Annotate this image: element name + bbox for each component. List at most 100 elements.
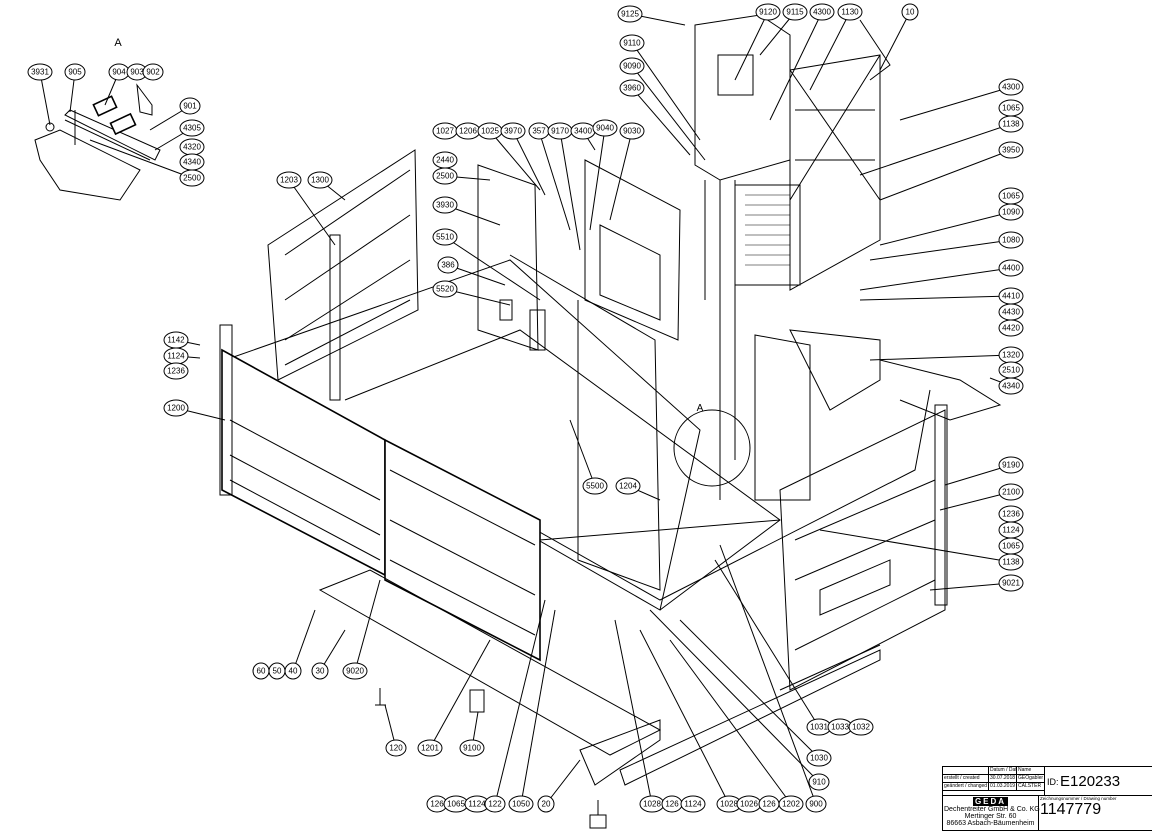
- rear-gate-1300: [267, 149, 419, 401]
- part-balloon: 905: [64, 63, 86, 81]
- company-city: 86663 Asbach-Bäumenheim: [946, 820, 1035, 827]
- part-balloon: 2510: [998, 361, 1024, 379]
- part-balloon: 9190: [998, 456, 1024, 474]
- part-number: 386: [441, 261, 455, 270]
- part-number: 4400: [1002, 264, 1020, 273]
- part-balloon: 1124: [998, 521, 1024, 539]
- part-balloon: 1065: [998, 537, 1024, 555]
- leader-line: [734, 11, 769, 81]
- leader-line: [679, 619, 820, 759]
- part-number: 126: [430, 800, 444, 809]
- created-date: 30.07.2018: [989, 775, 1017, 783]
- part-balloon: 1142: [163, 331, 189, 349]
- part-number: 900: [809, 800, 823, 809]
- part-number: 910: [812, 778, 826, 787]
- part-number: 1236: [167, 367, 185, 376]
- front-gate-1200: [219, 324, 541, 662]
- part-number: 1028: [720, 800, 738, 809]
- company-box: GEDA Dechentreiter GmbH & Co. KG Merting…: [943, 796, 1040, 831]
- part-number: 2510: [1002, 366, 1020, 375]
- part-balloon: 902: [142, 63, 164, 81]
- part-number: 2100: [1002, 488, 1020, 497]
- part-number: 1206: [459, 127, 477, 136]
- part-balloon: 120: [385, 739, 407, 757]
- part-number: 9170: [551, 127, 569, 136]
- part-number: 1065: [1002, 192, 1020, 201]
- part-balloon: 904: [108, 63, 130, 81]
- changed-name: CALSTER: [1017, 783, 1045, 791]
- part-balloon: 1203: [276, 171, 302, 189]
- col-name-header: Name: [1017, 767, 1045, 775]
- leader-line: [639, 629, 730, 805]
- part-number: 1200: [167, 404, 185, 413]
- changed-date: 01.03.2019: [989, 783, 1017, 791]
- part-number: 4410: [1002, 292, 1020, 301]
- col-date-header: Datum / Date: [989, 767, 1017, 775]
- part-balloon: 10: [901, 3, 919, 21]
- part-number: 9020: [346, 667, 364, 676]
- part-balloon: 2100: [998, 483, 1024, 501]
- part-balloon: 4410: [998, 287, 1024, 305]
- part-balloon: 1065: [443, 795, 469, 813]
- part-number: 1236: [1002, 510, 1020, 519]
- leader-line: [614, 619, 653, 805]
- part-number: 9040: [596, 124, 614, 133]
- part-balloon: 1080: [998, 231, 1024, 249]
- part-balloon: 1236: [163, 362, 189, 380]
- leader-line: [494, 599, 546, 805]
- part-number: 4320: [183, 143, 201, 152]
- part-number: 1204: [619, 482, 637, 491]
- part-number: 1138: [1002, 558, 1020, 567]
- part-balloon: 20: [537, 795, 555, 813]
- leader-line: [879, 11, 911, 71]
- part-balloon: 4340: [998, 377, 1024, 395]
- part-balloon: 9040: [592, 119, 618, 137]
- leader-line: [569, 419, 596, 487]
- part-balloon: 60: [252, 662, 270, 680]
- part-number: 1025: [481, 127, 499, 136]
- leader-line: [292, 609, 316, 672]
- part-number: 1201: [421, 744, 439, 753]
- part-number: 40: [289, 667, 298, 676]
- part-balloon: 1320: [998, 346, 1024, 364]
- part-balloon: 126: [661, 795, 683, 813]
- part-balloon: 1138: [998, 115, 1024, 133]
- part-balloon: 3960: [619, 79, 645, 97]
- part-number: 4430: [1002, 308, 1020, 317]
- part-balloon: 4430: [998, 303, 1024, 321]
- part-number: 1090: [1002, 208, 1020, 217]
- part-balloon: 386: [437, 256, 459, 274]
- part-number: 2500: [436, 172, 454, 181]
- part-balloon: 900: [805, 795, 827, 813]
- part-balloon: 1031: [806, 718, 832, 736]
- part-number: 126: [762, 800, 776, 809]
- part-balloon: 122: [484, 795, 506, 813]
- part-balloon: 50: [268, 662, 286, 680]
- part-number: 9190: [1002, 461, 1020, 470]
- part-number: 903: [130, 68, 144, 77]
- part-number: 1028: [643, 800, 661, 809]
- part-balloon: 1206: [455, 122, 481, 140]
- part-balloon: 9100: [459, 739, 485, 757]
- part-balloon: 3950: [998, 141, 1024, 159]
- part-balloon: 1027: [432, 122, 458, 140]
- id-box: ID: E120233: [1045, 767, 1152, 796]
- leader-line: [39, 71, 51, 126]
- drawing-number: 1147779: [1040, 801, 1102, 818]
- leader-line: [649, 609, 820, 783]
- part-balloon: 1204: [615, 477, 641, 495]
- leader-line: [929, 582, 1012, 591]
- part-balloon: 5500: [582, 477, 608, 495]
- part-number: 4300: [813, 8, 831, 17]
- part-number: 4340: [183, 158, 201, 167]
- part-number: 1138: [1002, 120, 1020, 129]
- drawing-number-box: Zeichnungsnummer / Drawing number 114777…: [1039, 796, 1152, 831]
- part-balloon: 9090: [619, 57, 645, 75]
- part-number: 2440: [436, 156, 454, 165]
- part-number: 120: [389, 744, 403, 753]
- part-number: 1065: [1002, 104, 1020, 113]
- part-number: 5520: [436, 285, 454, 294]
- leader-line: [939, 491, 1012, 511]
- part-number: 1027: [436, 127, 454, 136]
- part-balloon: 1130: [837, 3, 863, 21]
